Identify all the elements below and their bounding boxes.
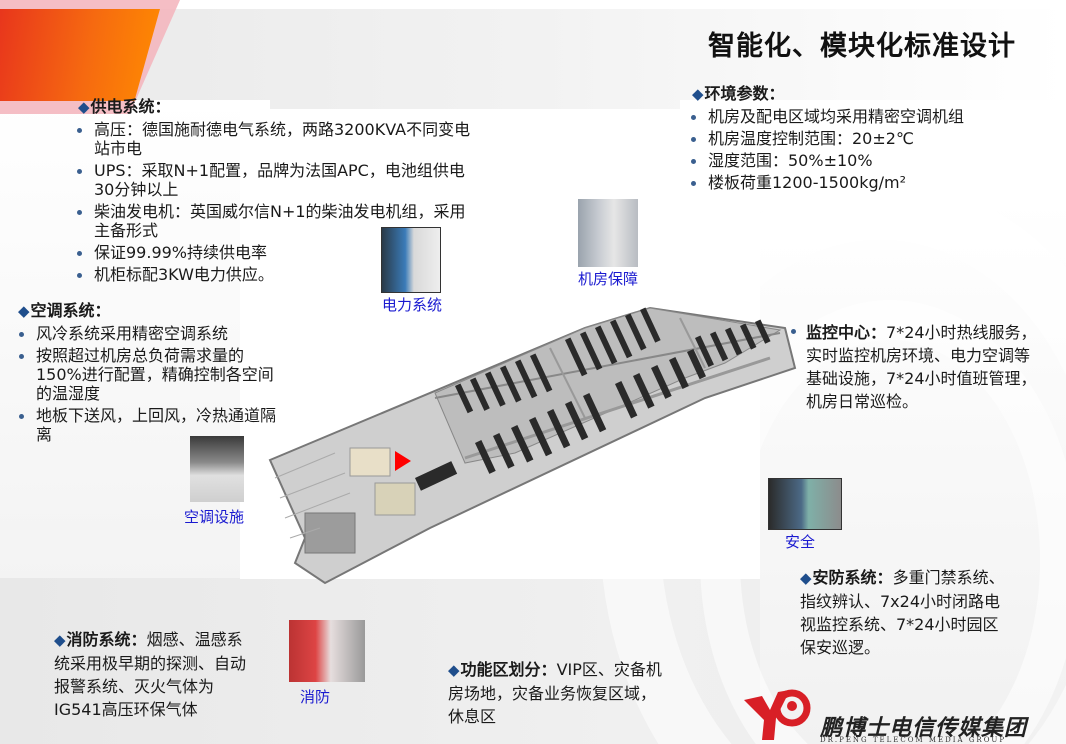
- zones-text: VIP区、灾备机房场地，灾备业务恢复区域，休息区: [448, 660, 662, 726]
- list-item: 柴油发电机：英国威尔信N+1的柴油发电机组，采用主备形式: [72, 202, 478, 240]
- list-item: 地板下送风，上回风，冷热通道隔离: [14, 406, 280, 444]
- list-item: 楼板荷重1200-1500kg/m²: [686, 173, 1052, 192]
- diamond-bullet-icon: ◆: [78, 98, 90, 116]
- company-logo: 鹏博士电信传媒集团 DR.PENG TELECOM MEDIA GROUP: [740, 686, 1060, 744]
- caption-room: 机房保障: [578, 270, 639, 288]
- security-photo: [768, 478, 842, 530]
- header-band: [0, 9, 1066, 109]
- list-item: 保证99.99%持续供电率: [72, 243, 478, 262]
- security-label: 安防系统：: [812, 568, 893, 587]
- caption-fire: 消防: [300, 688, 331, 706]
- server-room-photo: [578, 199, 638, 267]
- diamond-bullet-icon: ◆: [800, 569, 812, 587]
- security-text: 多重门禁系统、指纹辨认、7x24小时闭路电视监控系统、7*24小时园区保安巡逻。: [800, 568, 1005, 657]
- diamond-bullet-icon: ◆: [18, 302, 30, 320]
- caption-power: 电力系统: [382, 296, 443, 314]
- power-system-photo: [381, 227, 441, 293]
- logo-name: 鹏博士电信传媒集团: [820, 716, 1028, 741]
- monitoring-item: 监控中心：7*24小时热线服务，实时监控机房环境、电力空调等基础设施，7*24小…: [786, 321, 1042, 413]
- fire-section: ◆消防系统：烟感、温感系统采用极早期的探测、自动报警系统、灭火气体为IG541高…: [54, 628, 258, 721]
- slide-title: 智能化、模块化标准设计: [708, 31, 1016, 62]
- datacenter-floorplan: [268, 306, 797, 585]
- logo-mark-icon: [744, 689, 811, 740]
- environment-heading: ◆环境参数：: [692, 84, 785, 103]
- list-item: 机房温度控制范围：20±2℃: [686, 129, 1052, 148]
- environment-section: ◆环境参数： 机房及配电区域均采用精密空调机组 机房温度控制范围：20±2℃ 湿…: [691, 84, 1052, 192]
- list-item: 机柜标配3KW电力供应。: [72, 265, 478, 284]
- list-item: 按照超过机房总负荷需求量的150%进行配置，精确控制各空间的温湿度: [14, 346, 280, 403]
- list-item: UPS：采取N+1配置，品牌为法国APC，电池组供电30分钟以上: [72, 161, 478, 199]
- accent-shape-orange: [0, 9, 160, 101]
- zones-section: ◆功能区划分：VIP区、灾备机房场地，灾备业务恢复区域，休息区: [448, 658, 670, 728]
- list-item: 机房及配电区域均采用精密空调机组: [686, 107, 1052, 126]
- diamond-bullet-icon: ◆: [448, 661, 460, 679]
- list-item: 风冷系统采用精密空调系统: [14, 324, 280, 343]
- logo-subtitle: DR.PENG TELECOM MEDIA GROUP: [820, 736, 1007, 744]
- monitoring-section: 监控中心：7*24小时热线服务，实时监控机房环境、电力空调等基础设施，7*24小…: [786, 318, 1042, 413]
- fire-label: 消防系统：: [66, 630, 147, 649]
- monitoring-label: 监控中心：: [806, 323, 887, 342]
- diamond-bullet-icon: ◆: [692, 85, 704, 103]
- aircon-system-heading: ◆空调系统：: [18, 301, 111, 320]
- aircon-system-section: ◆空调系统： 风冷系统采用精密空调系统 按照超过机房总负荷需求量的150%进行配…: [18, 301, 280, 444]
- diamond-bullet-icon: ◆: [54, 631, 66, 649]
- monitoring-text: 7*24小时热线服务，实时监控机房环境、电力空调等基础设施，7*24小时值班管理…: [806, 323, 1037, 411]
- caption-security: 安全: [785, 533, 816, 551]
- fire-photo: [289, 620, 365, 682]
- location-marker-icon: [395, 451, 411, 471]
- caption-aircon: 空调设施: [184, 508, 245, 526]
- aircon-photo: [190, 436, 244, 502]
- security-section: ◆安防系统：多重门禁系统、指纹辨认、7x24小时闭路电视监控系统、7*24小时园…: [800, 566, 1006, 659]
- list-item: 高压：德国施耐德电气系统，两路3200KVA不同变电站市电: [72, 120, 478, 158]
- power-system-section: ◆供电系统： 高压：德国施耐德电气系统，两路3200KVA不同变电站市电 UPS…: [77, 97, 478, 284]
- power-system-heading: ◆供电系统：: [78, 97, 171, 116]
- zones-label: 功能区划分：: [460, 660, 557, 679]
- fire-text: 烟感、温感系统采用极早期的探测、自动报警系统、灭火气体为IG541高压环保气体: [54, 630, 247, 719]
- list-item: 湿度范围：50%±10%: [686, 151, 1052, 170]
